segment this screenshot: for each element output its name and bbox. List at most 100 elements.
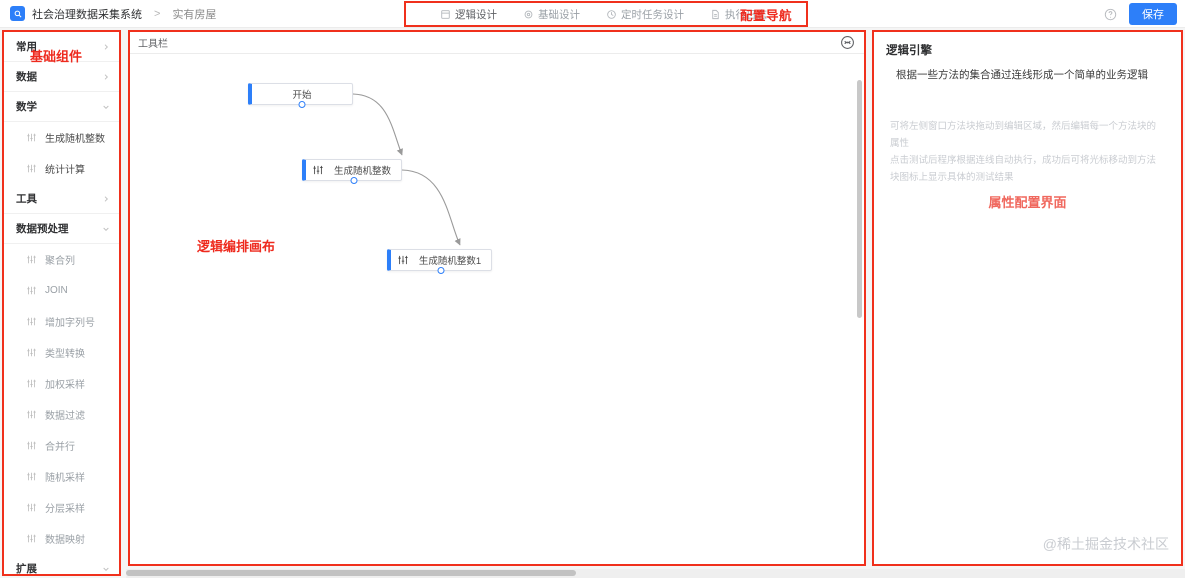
sidebar-group-label: 常用 <box>16 41 37 53</box>
app-title: 社会治理数据采集系统 <box>32 8 142 21</box>
sidebar-item-数据映射[interactable]: 数据映射 <box>4 523 119 554</box>
sidebar-group-数学[interactable]: 数学 <box>4 92 119 122</box>
sidebar-group-label: 工具 <box>16 193 37 205</box>
sidebar-item-生成随机整数[interactable]: 生成随机整数 <box>4 122 119 153</box>
top-bar: 社会治理数据采集系统 > 实有房屋 逻辑设计 基础设计 定时任务设计 <box>0 0 1185 28</box>
tab-scheduled-task-design-label: 定时任务设计 <box>621 8 684 21</box>
sidebar-item-label: 数据映射 <box>45 535 85 546</box>
sidebar-item-统计计算[interactable]: 统计计算 <box>4 153 119 184</box>
annotation-config-nav: 配置导航 <box>740 9 793 23</box>
sidebar-group-扩展[interactable]: 扩展 <box>4 554 119 574</box>
sliders-icon <box>313 165 323 175</box>
chevron-right-icon <box>104 43 108 50</box>
refresh-circle-icon[interactable] <box>840 35 855 50</box>
canvas-node-random-int-label: 生成随机整数 <box>333 166 391 177</box>
canvas-node-random-int[interactable]: 生成随机整数 <box>302 159 402 184</box>
sidebar-item-聚合列[interactable]: 聚合列 <box>4 244 119 275</box>
sidebar-group-工具[interactable]: 工具 <box>4 184 119 214</box>
sidebar-group-label: 数据 <box>16 71 37 83</box>
chevron-down-icon <box>103 105 109 109</box>
question-circle-icon[interactable] <box>1104 8 1117 21</box>
tab-logic-design-label: 逻辑设计 <box>455 8 497 21</box>
panel-title: 逻辑引擎 <box>886 45 932 57</box>
sidebar-item-label: 聚合列 <box>45 256 75 267</box>
logic-canvas-panel[interactable]: 工具栏 开始 生成随机整数 <box>130 32 864 564</box>
sidebar-item-label: 数据过滤 <box>45 411 85 422</box>
sidebar-item-分层采样[interactable]: 分层采样 <box>4 492 119 523</box>
clock-icon <box>607 9 616 19</box>
sidebar-item-label: 增加字列号 <box>45 318 95 329</box>
sliders-icon <box>27 317 36 326</box>
annotation-logic-canvas: 逻辑编排画布 <box>197 239 276 254</box>
node-output-port[interactable] <box>298 101 306 108</box>
page-horizontal-scrollbar-track[interactable] <box>126 569 1185 578</box>
sidebar-item-label: 统计计算 <box>45 165 85 176</box>
sliders-icon <box>27 441 36 450</box>
sliders-icon <box>27 410 36 419</box>
sidebar-item-label: 类型转换 <box>45 349 85 360</box>
sidebar-group-数据[interactable]: 数据 <box>4 62 119 92</box>
sidebar-item-label: 随机采样 <box>45 473 85 484</box>
sliders-icon <box>27 534 36 543</box>
panel-hint-1: 可将左侧窗口方法块拖动到编辑区域，然后编辑每一个方法块的属性 <box>890 120 1157 149</box>
sidebar-item-数据过滤[interactable]: 数据过滤 <box>4 399 119 430</box>
sidebar-group-label: 扩展 <box>16 563 37 574</box>
sidebar-item-label: 分层采样 <box>45 504 85 515</box>
sliders-icon <box>398 255 408 265</box>
breadcrumb-separator: > <box>154 7 161 20</box>
tab-basic-design-label: 基础设计 <box>538 8 580 21</box>
sliders-icon <box>27 379 36 388</box>
sliders-icon <box>27 503 36 512</box>
sliders-icon <box>27 286 36 295</box>
canvas-toolbar-label: 工具栏 <box>138 39 168 50</box>
tab-execution-log-label: 执行日志 <box>725 8 767 21</box>
chevron-right-icon <box>104 73 108 80</box>
canvas-node-random-int-1-label: 生成随机整数1 <box>418 256 482 267</box>
brand-breadcrumb: 社会治理数据采集系统 > 实有房屋 <box>0 6 216 22</box>
tab-basic-design[interactable]: 基础设计 <box>523 7 580 22</box>
canvas-node-random-int-1[interactable]: 生成随机整数1 <box>387 249 492 274</box>
sidebar-item-增加字列号[interactable]: 增加字列号 <box>4 306 119 337</box>
nav-tabs: 逻辑设计 基础设计 定时任务设计 执行日志 <box>440 0 767 28</box>
component-sidebar[interactable]: 常用数据数学生成随机整数统计计算工具数据预处理聚合列 JOIN 增加字列号类型转换加… <box>4 32 119 574</box>
sliders-icon <box>27 348 36 357</box>
sliders-icon <box>27 472 36 481</box>
layers-icon <box>441 9 450 19</box>
save-button[interactable]: 保存 <box>1129 3 1177 25</box>
sidebar-item-label: 加权采样 <box>45 380 85 391</box>
sidebar-group-label: 数学 <box>16 101 37 113</box>
annotation-property-config: 属性配置界面 <box>988 195 1067 210</box>
canvas-area[interactable]: 开始 生成随机整数 生成随机整数1 逻辑编排画布 <box>130 54 864 564</box>
panel-hints: 可将左侧窗口方法块拖动到编辑区域，然后编辑每一个方法块的属性 点击测试后程序根据… <box>874 118 1181 186</box>
property-config-panel[interactable]: 逻辑引擎 根据一些方法的集合通过连线形成一个简单的业务逻辑 可将左侧窗口方法块拖… <box>874 32 1181 564</box>
node-output-port[interactable] <box>350 177 357 184</box>
canvas-toolbar: 工具栏 <box>130 32 864 54</box>
page-horizontal-scrollbar-thumb[interactable] <box>126 570 576 576</box>
sidebar-item-合并行[interactable]: 合并行 <box>4 430 119 461</box>
node-output-port[interactable] <box>437 267 445 274</box>
chip-search-icon <box>10 6 25 21</box>
sliders-icon <box>27 164 36 173</box>
panel-hint-2: 点击测试后程序根据连线自动执行，成功后可将光标移动到方法块图标上显示具体的测试结… <box>890 154 1157 184</box>
sidebar-item-加权采样[interactable]: 加权采样 <box>4 368 119 399</box>
tab-scheduled-task-design[interactable]: 定时任务设计 <box>606 7 684 22</box>
edge-start-to-random <box>352 93 403 156</box>
canvas-node-start[interactable]: 开始 <box>248 83 353 108</box>
edge-random-to-random1 <box>401 169 461 246</box>
breadcrumb-current[interactable]: 实有房屋 <box>172 8 217 21</box>
sidebar-group-常用[interactable]: 常用 <box>4 32 119 62</box>
chevron-down-icon <box>103 227 109 231</box>
canvas-node-start-label: 开始 <box>292 90 312 101</box>
tab-execution-log[interactable]: 执行日志 <box>710 7 767 22</box>
sidebar-item-label: JOIN <box>45 285 68 296</box>
sidebar-item-JOIN[interactable]: JOIN <box>4 275 119 306</box>
chevron-down-icon <box>103 567 109 571</box>
sidebar-item-随机采样[interactable]: 随机采样 <box>4 461 119 492</box>
sidebar-group-数据预处理[interactable]: 数据预处理 <box>4 214 119 244</box>
sidebar-item-类型转换[interactable]: 类型转换 <box>4 337 119 368</box>
panel-description: 根据一些方法的集合通过连线形成一个简单的业务逻辑 <box>896 69 1148 81</box>
tab-logic-design[interactable]: 逻辑设计 <box>440 7 497 22</box>
sliders-icon <box>27 133 36 142</box>
sidebar-item-label: 生成随机整数 <box>45 134 105 145</box>
canvas-vertical-scrollbar[interactable] <box>857 80 862 318</box>
